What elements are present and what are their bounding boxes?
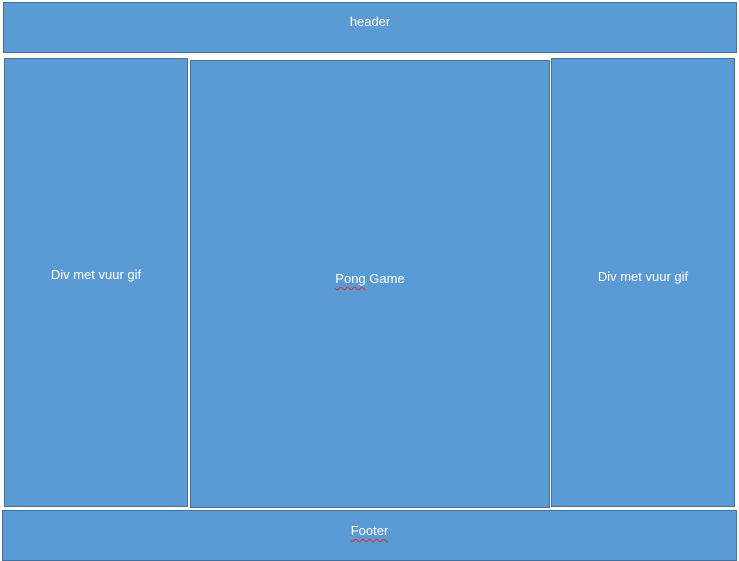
pong-game-label: Pong Game [191,271,549,286]
footer-box: Footer [2,510,737,561]
game-word: Game [369,271,405,286]
footer-word: Footer [350,523,389,538]
right-fire-gif-label: Div met vuur gif [597,269,689,284]
header-label: header [349,14,391,29]
pong-game-box: Pong Game [190,60,550,508]
header-box: header [3,2,737,53]
pong-word: Pong [335,271,366,286]
footer-label: Footer [3,523,736,538]
left-fire-gif-label: Div met vuur gif [50,267,142,282]
left-fire-gif-box: Div met vuur gif [4,58,188,507]
right-fire-gif-box: Div met vuur gif [551,58,735,507]
